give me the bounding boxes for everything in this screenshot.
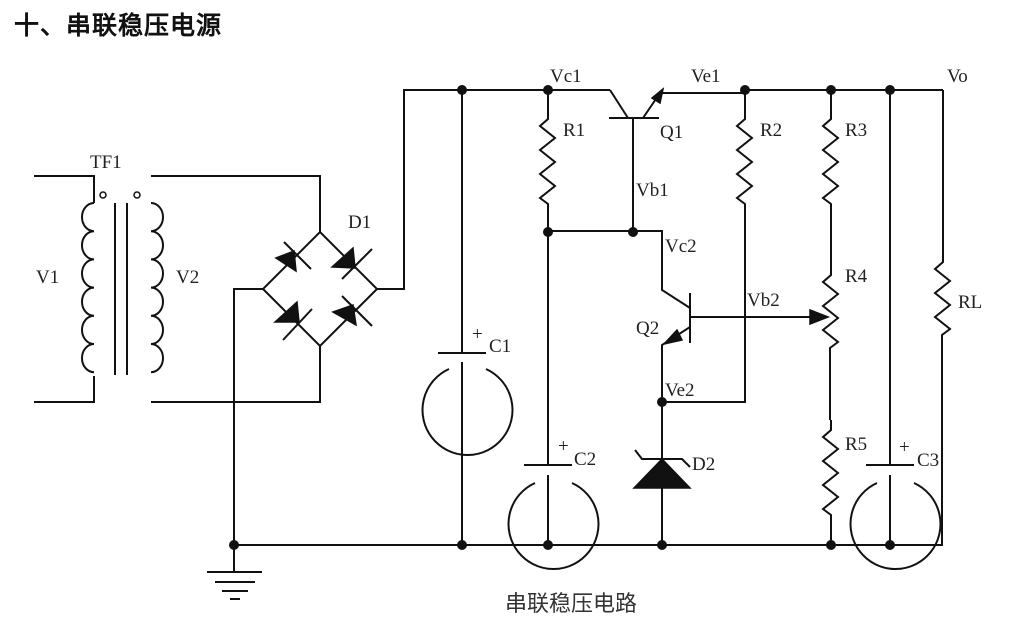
label-ve2: Ve2 [665, 380, 695, 401]
zener-icon [632, 457, 692, 489]
junction-dot [457, 85, 467, 95]
emitter-arrow-icon [661, 328, 684, 346]
label-v2: V2 [176, 267, 199, 288]
polarity-dot [133, 191, 141, 199]
junction-dot [229, 540, 239, 550]
junction-dot [457, 540, 467, 550]
c3-plus: + [899, 437, 910, 458]
page-title: 十、串联稳压电源 [14, 11, 223, 40]
diode-icon [273, 300, 300, 323]
label-vb1: Vb1 [636, 180, 669, 201]
transistor-q1: Q1 Vb1 [609, 87, 745, 231]
label-r2: R2 [760, 120, 782, 141]
potentiometer-r4: R4 [809, 264, 868, 420]
junction-dot [740, 85, 750, 95]
junction-dot [657, 397, 667, 407]
capacitor-c2: + C2 [507, 231, 600, 571]
junction-dot [543, 540, 553, 550]
label-r3: R3 [845, 120, 867, 141]
label-r4: R4 [845, 266, 868, 287]
junction-dot [543, 85, 553, 95]
junction-dot [826, 540, 836, 550]
label-vc2: Vc2 [665, 236, 697, 257]
label-q1: Q1 [660, 122, 683, 143]
capacitor-c3: + C3 [849, 90, 942, 571]
resistor-r1: R1 [538, 90, 585, 231]
resistor-r3: R3 [821, 90, 867, 264]
label-ve1: Ve1 [691, 66, 721, 87]
primary-coil-v1 [81, 202, 95, 374]
resistor-r5: R5 [821, 420, 867, 545]
c2-plus: + [558, 436, 569, 457]
label-vb2: Vb2 [747, 290, 780, 311]
label-c3: C3 [917, 450, 939, 471]
junction-dot [826, 85, 836, 95]
label-r5: R5 [845, 434, 867, 455]
junction-dot [885, 85, 895, 95]
bridge-rectifier-d1: D1 [261, 212, 379, 348]
label-rl: RL [958, 292, 982, 313]
label-vc1: Vc1 [550, 66, 582, 87]
ground-icon [207, 545, 262, 600]
junction-dot [885, 540, 895, 550]
junction-dot [628, 227, 638, 237]
junction-dot [657, 540, 667, 550]
resistor-r2: R2 [662, 90, 782, 403]
transformer-tf1: TF1 V1 V2 [34, 152, 199, 403]
label-d1: D1 [348, 212, 371, 233]
label-v1: V1 [36, 267, 59, 288]
secondary-coil-v2 [150, 202, 164, 374]
label-vo: Vo [947, 66, 968, 87]
label-tf1: TF1 [90, 152, 122, 173]
diode-icon [274, 249, 297, 273]
polarity-dot [99, 191, 107, 199]
diode-icon [330, 246, 356, 269]
label-d2: D2 [692, 454, 715, 475]
emitter-arrow-icon [650, 87, 665, 105]
c1-plus: + [472, 324, 483, 345]
diagram-caption: 串联稳压电路 [505, 592, 637, 617]
junction-dot [543, 227, 553, 237]
label-c2: C2 [574, 449, 596, 470]
zener-diode-d2: D2 [632, 402, 715, 545]
label-r1: R1 [563, 120, 585, 141]
label-q2: Q2 [636, 318, 659, 339]
diode-icon [331, 303, 357, 327]
wiper-arrow-icon [809, 308, 831, 326]
transistor-q2: Q2 Vc2 Vb2 Ve2 [636, 236, 828, 402]
junction-dots [229, 85, 895, 550]
label-c1: C1 [489, 336, 511, 357]
capacitor-c1: + C1 [421, 90, 514, 545]
load-resistor-rl: RL [933, 90, 982, 545]
